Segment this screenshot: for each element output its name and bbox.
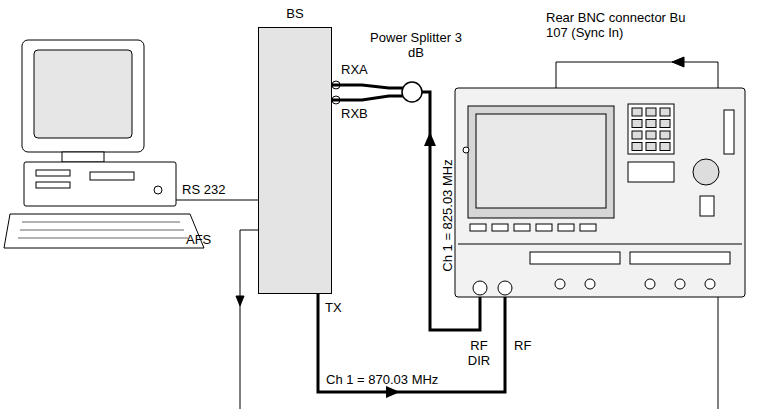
signal-label: Ch 1 = 870.03 MHz <box>326 372 438 387</box>
rf-cable <box>332 96 403 100</box>
signal-label: AFS <box>186 232 211 247</box>
splitter-circle <box>401 81 423 103</box>
node-heading: BS <box>258 6 332 21</box>
signal-label: RXA <box>341 62 368 77</box>
signal-label: RF <box>514 338 531 353</box>
splitter-label: Power Splitter 3 dB <box>368 30 464 60</box>
key <box>660 131 670 139</box>
key <box>632 120 642 128</box>
signal-label: TX <box>325 300 342 315</box>
key <box>660 120 670 128</box>
power-splitter: Power Splitter 3 dB <box>368 30 464 60</box>
signal-label: RS 232 <box>182 182 225 197</box>
test-set-illustration <box>455 88 745 297</box>
key <box>646 108 656 116</box>
arrowhead <box>424 132 436 146</box>
key <box>646 120 656 128</box>
arrowhead <box>386 386 400 398</box>
key <box>660 108 670 116</box>
signal-label: RXB <box>341 106 368 121</box>
base-station: BS <box>258 6 332 21</box>
rf-cable <box>332 85 403 88</box>
key <box>660 143 670 151</box>
sync-line <box>556 57 718 409</box>
signal-label: RF DIR <box>462 338 496 368</box>
base-station-box <box>258 27 332 294</box>
key <box>632 143 642 151</box>
key <box>646 143 656 151</box>
key <box>646 131 656 139</box>
key <box>632 108 642 116</box>
computer-illustration <box>4 40 204 248</box>
signal-label: Rear BNC connector Bu 107 (Sync In) <box>546 10 706 40</box>
frequency-label: Ch 1 = 825.03 MHz <box>440 159 455 271</box>
key <box>632 131 642 139</box>
